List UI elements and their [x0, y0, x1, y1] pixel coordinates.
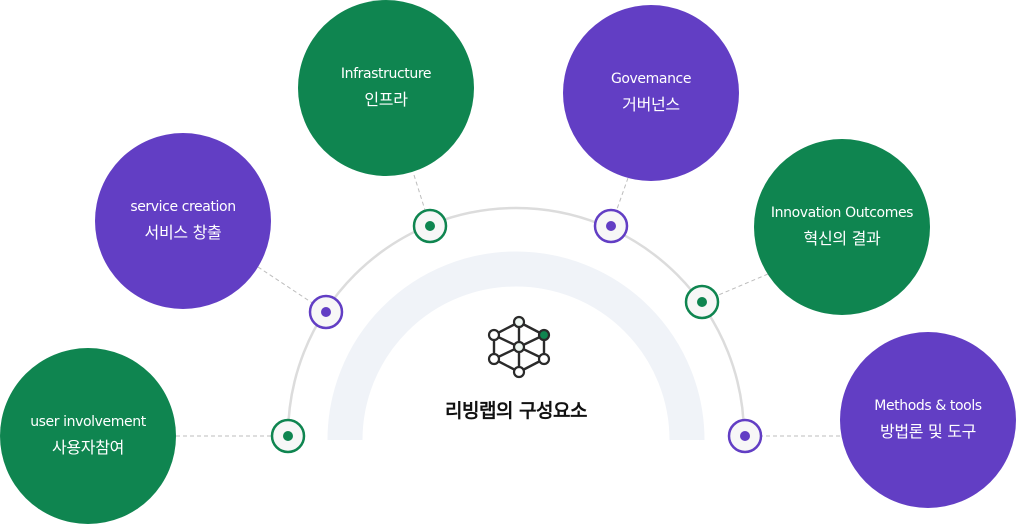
node-marker-service-creation — [308, 294, 344, 330]
node-marker-innovation-outcomes — [684, 284, 720, 320]
node-marker-user-involvement — [270, 418, 306, 454]
bubble-innovation-outcomes: Innovation Outcomes 혁신의 결과 — [754, 139, 930, 315]
bubble-english-label: service creation — [130, 199, 236, 215]
bubble-user-involvement: user involvement 사용자참여 — [0, 348, 176, 524]
diagram-canvas — [176, 174, 840, 454]
bubble-english-label: Innovation Outcomes — [770, 205, 914, 221]
bubble-english-label: Methods & tools — [874, 398, 982, 414]
outer-arc — [286, 206, 746, 437]
network-cube-icon — [487, 315, 551, 379]
bubble-english-label: user involvement — [30, 414, 146, 430]
node-marker-governance — [593, 208, 629, 244]
node-dot — [283, 431, 293, 441]
node-dot — [321, 307, 331, 317]
node-dot — [606, 221, 616, 231]
bubble-methods-tools: Methods & tools 방법론 및 도구 — [840, 332, 1016, 508]
bubble-korean-label: 혁신의 결과 — [803, 229, 881, 248]
bubble-service-creation: service creation 서비스 창출 — [95, 133, 271, 309]
node-dot — [697, 297, 707, 307]
bubble-infrastructure: Infrastructure 인프라 — [298, 0, 474, 176]
bubble-korean-label: 방법론 및 도구 — [879, 422, 977, 441]
node-marker-infrastructure — [412, 208, 448, 244]
center-title: 리빙랩의 구성요소 — [445, 400, 587, 422]
bubble-korean-label: 인프라 — [364, 90, 408, 109]
bubble-governance: Govemance 거버넌스 — [563, 5, 739, 181]
bubble-english-label: Govemance — [610, 71, 692, 87]
inner-band-arc — [327, 251, 705, 441]
bubble-english-label: Infrastructure — [340, 66, 432, 82]
bubble-korean-label: 사용자참여 — [51, 438, 125, 457]
bubble-korean-label: 거버넌스 — [622, 95, 680, 114]
node-dot — [740, 431, 750, 441]
node-dot — [425, 221, 435, 231]
bubble-korean-label: 서비스 창출 — [144, 223, 222, 242]
node-marker-methods-tools — [727, 418, 763, 454]
